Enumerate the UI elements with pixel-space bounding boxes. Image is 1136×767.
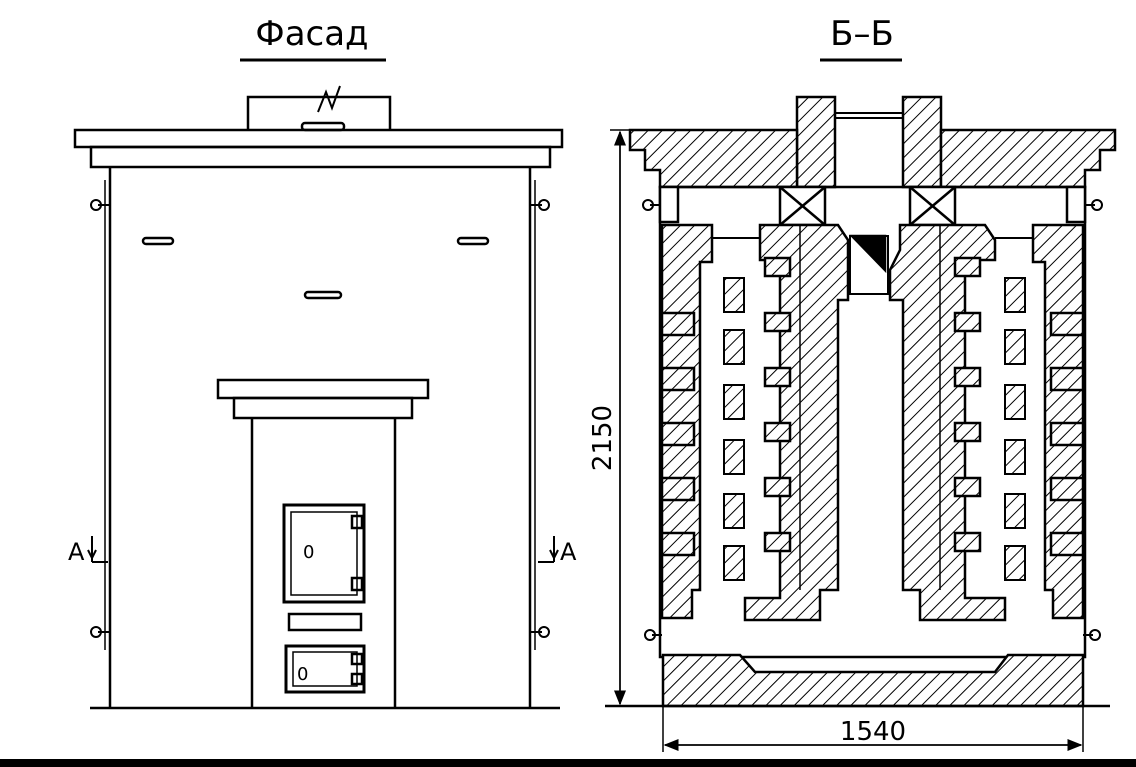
ash-door <box>284 644 366 694</box>
section-title: Б–Б <box>830 14 894 54</box>
chimney-wall-left <box>795 95 837 189</box>
facade-body <box>108 167 532 708</box>
outer-wall-left-ribs <box>660 311 696 557</box>
ash-door-hinge-bottom <box>350 672 364 686</box>
inner-partition-left-ribs <box>763 256 792 553</box>
ash-door-mark: 0 <box>297 664 308 685</box>
bolt-icon <box>90 199 550 638</box>
ash-door-hinge-top <box>350 652 364 666</box>
side-post-left <box>658 185 680 224</box>
firebox-body <box>250 418 397 708</box>
fire-door-hinge-top <box>350 514 364 530</box>
facade-view: Фасад 0 <box>68 14 577 710</box>
outer-wall-right-ribs <box>1049 311 1085 557</box>
section-cornice-left <box>628 128 799 189</box>
damper-handle-right <box>456 236 490 246</box>
chimney-break-mark <box>317 85 341 113</box>
damper-wedge <box>849 234 887 274</box>
damper-slot <box>849 235 889 295</box>
section-mark-left-label: А <box>68 538 85 566</box>
channel-openings-left <box>723 277 745 581</box>
firebox-cornice-lower <box>232 396 414 420</box>
sheet-bottom-border <box>0 759 1136 767</box>
bolt-icon <box>642 199 1103 641</box>
facade-cornice <box>73 128 564 149</box>
facade-cornice-lower <box>89 145 552 169</box>
firebox-cornice <box>216 378 430 400</box>
side-post-right <box>1065 185 1087 224</box>
section-mark-left <box>87 536 108 563</box>
section-base <box>661 653 1085 708</box>
ash-door-inner <box>292 651 358 687</box>
fire-door <box>282 503 366 604</box>
facade-title: Фасад <box>255 14 368 54</box>
section-shell <box>658 185 1087 659</box>
height-dimension-label: 2150 <box>588 405 618 471</box>
section-cornice-right <box>939 128 1117 189</box>
width-dimension-label: 1540 <box>840 717 906 747</box>
damper-box-left <box>778 185 827 227</box>
fire-door-mark: 0 <box>303 542 314 563</box>
ash-slot <box>287 612 363 632</box>
damper-handle-middle <box>303 290 343 300</box>
facade-chimney-cap <box>246 95 392 130</box>
section-mark-right <box>538 536 559 563</box>
inner-partition-left <box>743 223 850 622</box>
outer-wall-right <box>1031 223 1085 620</box>
inner-partition-right <box>888 223 1007 622</box>
section-mark-right-label: А <box>560 538 577 566</box>
section-view: Б–Б <box>588 14 1117 752</box>
inner-partition-right-ribs <box>953 256 982 553</box>
damper-handle-left <box>141 236 175 246</box>
damper-box-right <box>908 185 957 227</box>
outer-wall-left <box>660 223 714 620</box>
fire-door-inner <box>290 511 358 596</box>
fire-door-hinge-bottom <box>350 576 364 592</box>
channel-openings-right <box>1004 277 1026 581</box>
chimney-wall-right <box>901 95 943 189</box>
